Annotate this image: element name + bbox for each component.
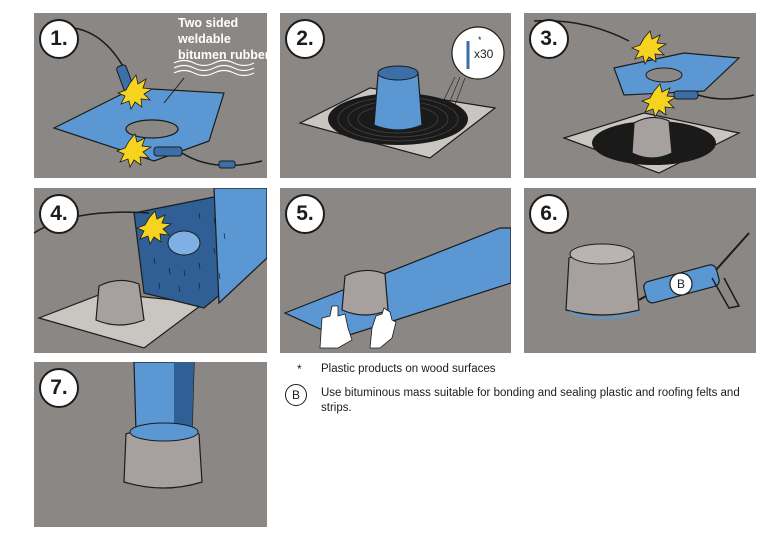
note-text: Use bituminous mass suitable for bonding… (321, 387, 740, 414)
gun-label: B (677, 277, 685, 291)
step-2-illustration: x30 * (298, 26, 505, 159)
step-2-panel: x30 * 2. (280, 13, 511, 178)
step-6-illustration: B (565, 232, 750, 319)
screw-asterisk: * (478, 35, 482, 45)
step-5-illustration (283, 227, 511, 349)
b-circle-marker: B (285, 384, 307, 406)
step-5-number: 5. (285, 194, 325, 234)
asterisk-marker: * (297, 362, 302, 376)
step-4-illustration (34, 188, 267, 349)
screw-count: x30 (474, 47, 494, 61)
step-1-number: 1. (39, 19, 79, 59)
step-7-number: 7. (39, 368, 79, 408)
caption-line: weldable (178, 32, 231, 46)
step-4-panel: 4. (34, 188, 267, 353)
caption-line: bitumen rubber (178, 48, 267, 62)
step-1-illustration (52, 27, 263, 169)
step-6-number: 6. (529, 194, 569, 234)
step-4-number: 4. (39, 194, 79, 234)
step-3-illustration (533, 19, 755, 174)
step-3-panel: 3. (524, 13, 756, 178)
caption-line: Two sided (178, 16, 239, 30)
step-7-illustration (123, 362, 203, 489)
step-1-caption: Two sided weldable bitumen rubber (178, 15, 267, 63)
step-5-panel: 5. (280, 188, 511, 353)
step-1-panel: 1. Two sided weldable bitumen rubber (34, 13, 267, 178)
step-3-number: 3. (529, 19, 569, 59)
step-6-panel: B 6. (524, 188, 756, 353)
note-text: Plastic products on wood surfaces (321, 363, 496, 375)
step-2-number: 2. (285, 19, 325, 59)
step-7-panel: 7. (34, 362, 267, 527)
